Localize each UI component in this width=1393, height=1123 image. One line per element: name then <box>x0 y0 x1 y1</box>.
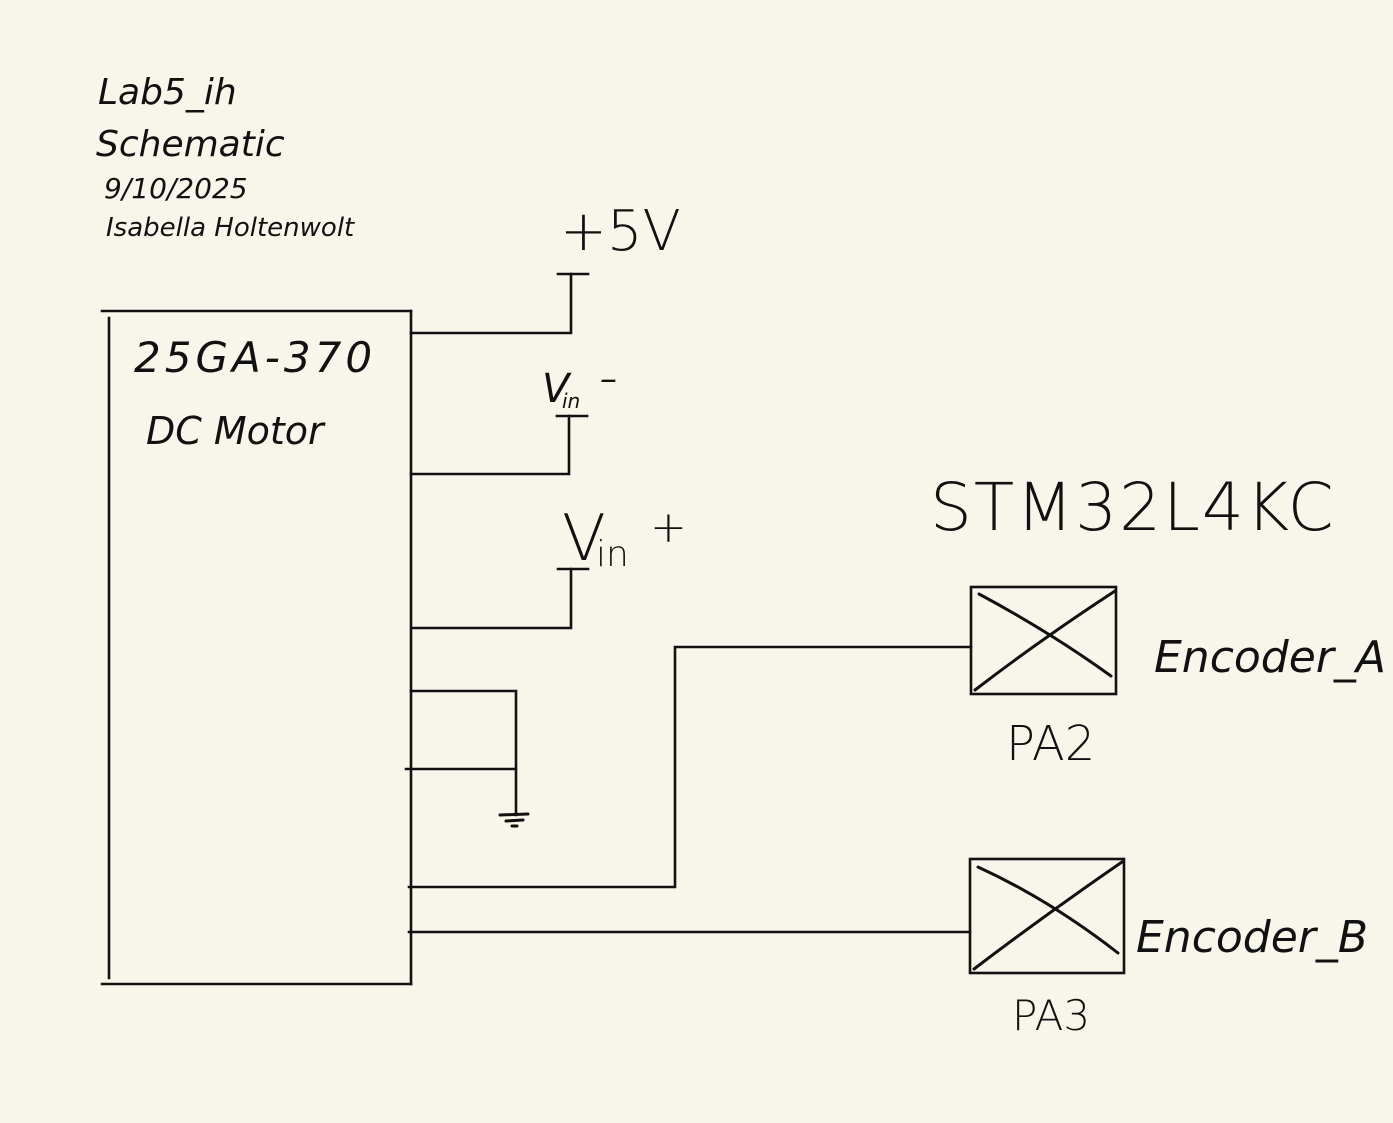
pin-box-pa2 <box>969 585 1118 696</box>
title-date: 9/10/2025 <box>104 172 248 205</box>
title-author: Isabella Holtenwolt <box>106 213 355 243</box>
title-block: Lab5_ih Schematic 9/10/2025 Isabella Hol… <box>96 72 355 243</box>
label-5v: +5V <box>560 199 681 264</box>
ground-connection <box>404 689 530 828</box>
title-doc-type: Schematic <box>96 124 285 165</box>
wire-5v <box>409 272 573 335</box>
signal-label-encoder-a: Encoder_A <box>1154 632 1386 683</box>
wire-encoder-a <box>407 645 973 889</box>
label-vin-minus-sign: – <box>600 359 617 399</box>
title-lab: Lab5_ih <box>98 72 237 113</box>
label-vin-plus-sub: in <box>596 534 629 575</box>
signal-label-encoder-b: Encoder_B <box>1136 912 1368 963</box>
mcu-name: STM32L4KC <box>930 469 1336 546</box>
pin-pa3: PA3 Encoder_B <box>407 857 1368 1040</box>
motor-part-number: 25GA-370 <box>134 333 376 382</box>
wire-ground-upper <box>409 689 518 817</box>
wire-vin-plus <box>411 567 573 630</box>
terminal-vin-minus: V in – <box>409 359 617 476</box>
terminal-vin-plus: V in + <box>411 502 687 630</box>
label-vin-plus-sign: + <box>650 502 687 553</box>
pin-box-pa3 <box>968 857 1126 975</box>
motor-block: 25GA-370 DC Motor <box>100 309 413 986</box>
pin-label-pa2: PA2 <box>1006 716 1095 772</box>
pin-label-pa3: PA3 <box>1012 991 1090 1040</box>
terminal-5v: +5V <box>409 199 681 335</box>
wire-vin-minus <box>409 414 571 476</box>
label-vin-plus-main: V <box>562 502 606 576</box>
label-vin-minus-sub: in <box>562 389 580 413</box>
label-vin-minus-main: V <box>542 366 572 412</box>
motor-description: DC Motor <box>146 409 326 453</box>
pin-cross-icon <box>973 589 1117 692</box>
pin-pa2: PA2 Encoder_A <box>407 585 1386 889</box>
pin-cross-icon <box>972 860 1124 971</box>
ground-icon <box>498 812 530 828</box>
